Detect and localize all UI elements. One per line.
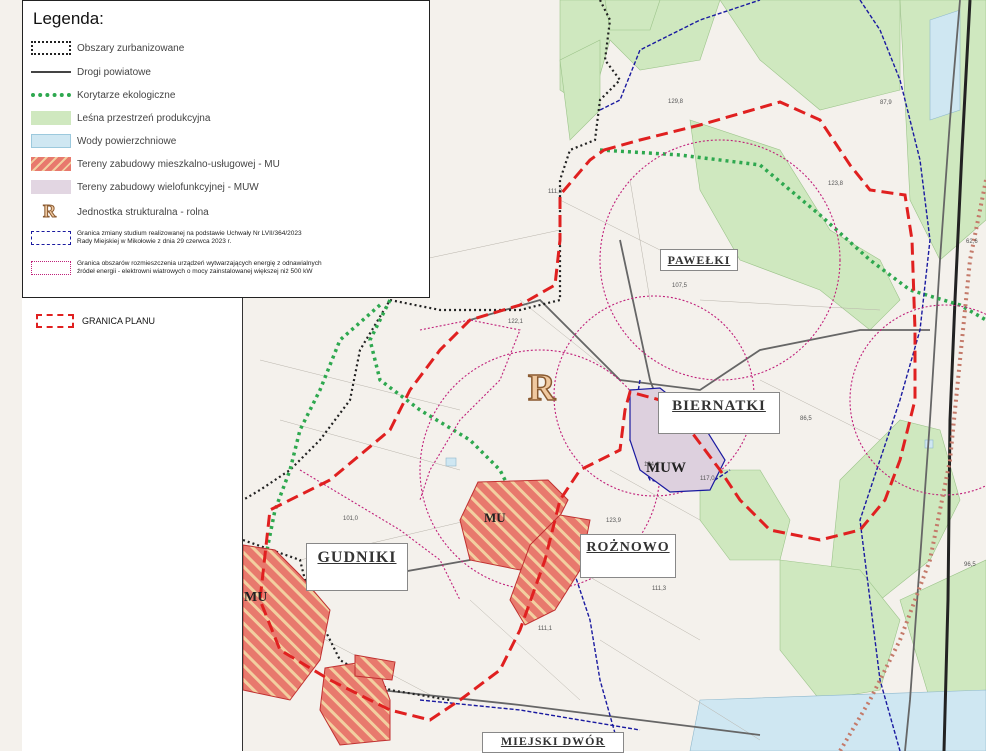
spot-height: 101,0 [343, 516, 359, 522]
green-fill-icon [31, 111, 71, 125]
dotted-box-icon [31, 41, 71, 55]
legend-item: Tereny zabudowy mieszkalno-usługowej - M… [31, 155, 280, 173]
letter-r-icon: R [43, 201, 57, 222]
place-label-miejskie: MIEJSKI DWÓR [482, 732, 624, 753]
magenta-dotted-box-icon [31, 261, 71, 275]
legend: Legenda: Obszary zurbanizowane Drogi pow… [22, 0, 430, 298]
legend-item: Tereny zabudowy wielofunkcyjnej - MUW [31, 178, 259, 196]
spot-height: 86,5 [800, 416, 812, 422]
zone-label-r: R [527, 366, 556, 410]
plan-boundary [258, 100, 917, 722]
legend-item: Korytarze ekologiczne [31, 86, 175, 104]
place-label-gudniki: GUDNIKI [306, 543, 408, 591]
spot-height: 62,6 [966, 239, 978, 245]
legend-item: Obszary zurbanizowane [31, 39, 184, 57]
place-label-roznowo: ROŻNOWO [580, 534, 676, 578]
spot-height: 129,8 [668, 99, 684, 105]
spot-height: 111,1 [538, 626, 553, 632]
plan-boundary-legend: GRANICA PLANU [22, 298, 243, 751]
spot-height: 87,9 [880, 100, 892, 106]
spot-height: 111,3 [652, 586, 667, 592]
spot-height: 111,3 [548, 189, 563, 195]
lilac-fill-icon [31, 180, 71, 194]
spot-height: 122,1 [508, 319, 524, 325]
spot-height: 96,5 [964, 562, 976, 568]
legend-item: Granica obszarów rozmieszczenia urządzeń… [31, 257, 322, 279]
legend-item: Leśna przestrzeń produkcyjna [31, 109, 210, 127]
zone-label-mu: MU [244, 590, 268, 605]
main-road [942, 0, 972, 751]
blue-dashed-box-icon [31, 231, 71, 245]
spot-height: 117,0 [700, 476, 715, 482]
green-dotted-line-icon [31, 88, 71, 102]
legend-item: Wody powierzchniowe [31, 132, 176, 150]
zone-label-mu: MU [484, 510, 506, 525]
place-label-biernatki: BIERNATKI [658, 392, 780, 434]
spot-height: 124,4 [644, 462, 660, 468]
legend-item: Granica zmiany studium realizowanej na p… [31, 227, 302, 249]
spot-height: 107,5 [672, 283, 688, 289]
legend-item: GRANICA PLANU [36, 314, 155, 328]
zone-label-muw: MUW [646, 460, 686, 476]
legend-title: Legenda: [33, 9, 104, 28]
road-line-icon [31, 65, 71, 79]
legend-item: Drogi powiatowe [31, 63, 151, 81]
red-hatch-icon [31, 157, 71, 171]
red-dashed-box-icon [36, 314, 74, 328]
mu-zones [242, 479, 591, 746]
legend-item: R Jednostka strukturalna - rolna [31, 201, 209, 222]
spot-height: 123,8 [828, 181, 844, 187]
place-label-pawelki: PAWEŁKI [660, 249, 738, 271]
spot-height: 123,9 [606, 518, 622, 524]
blue-fill-icon [31, 134, 71, 148]
